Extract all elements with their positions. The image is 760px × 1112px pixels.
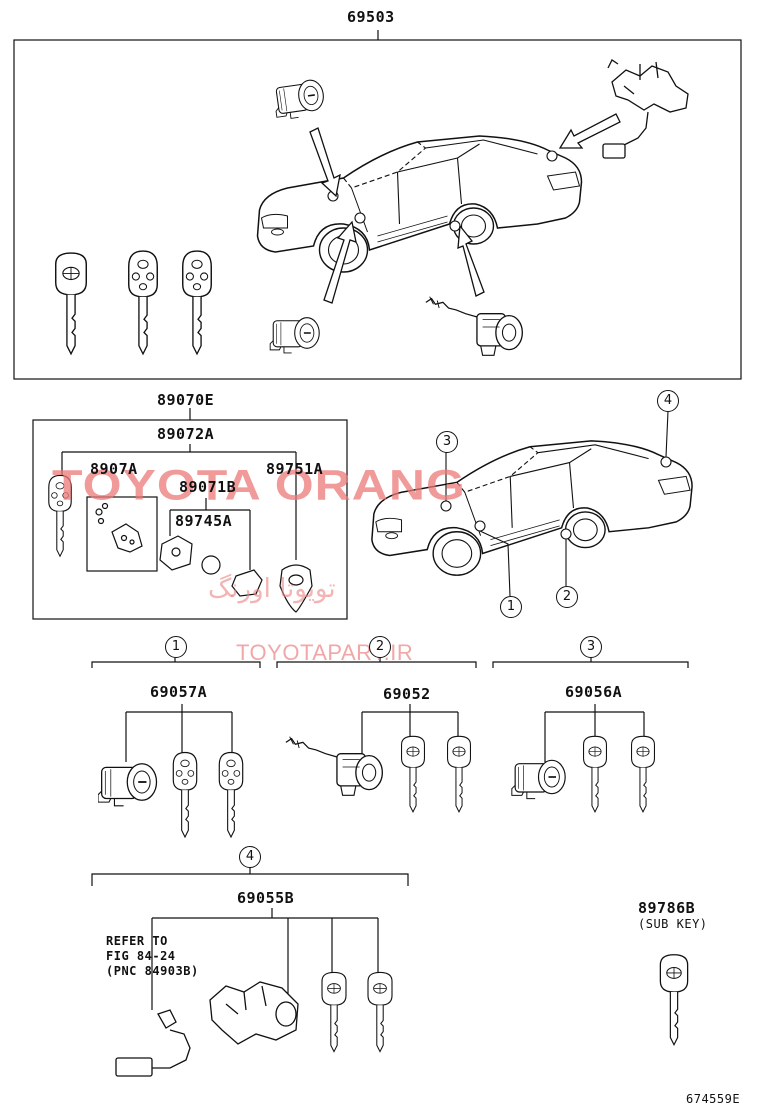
part-label-8907A: 8907A: [90, 460, 138, 478]
callout-1-middle: 1: [500, 596, 522, 618]
part-label-89071B: 89071B: [179, 478, 237, 496]
assembly-box-69503: [13, 30, 742, 380]
part-label-89786B: 89786B: [638, 899, 696, 917]
kit-69052: [285, 704, 472, 813]
callout-3-group: 3: [580, 636, 602, 658]
callout-3-middle: 3: [436, 431, 458, 453]
kit-69055B: [115, 908, 393, 1077]
part-label-89745A: 89745A: [175, 512, 233, 530]
part-label-69057A: 69057A: [150, 683, 208, 701]
callout-2-middle: 2: [556, 586, 578, 608]
lock-parts-top: [269, 59, 689, 357]
pointer-arrows: [309, 113, 621, 304]
car-illustration-middle: [371, 410, 693, 597]
kit-69056A: [510, 704, 656, 813]
sub-key-note: (SUB KEY): [638, 917, 708, 931]
assembly-box-89070E: [32, 408, 348, 620]
part-label-69503: 69503: [347, 8, 395, 26]
part-label-69056A: 69056A: [565, 683, 623, 701]
part-label-69052: 69052: [383, 685, 431, 703]
sub-key-89786B: [659, 953, 689, 1046]
callout-2-group: 2: [369, 636, 391, 658]
transmitter-parts: [48, 474, 313, 613]
group-brackets: [91, 658, 689, 886]
callout-4-middle: 4: [657, 390, 679, 412]
kit-69057A: [98, 704, 244, 838]
figure-code: 674559E: [686, 1092, 741, 1106]
part-label-89072A: 89072A: [157, 425, 215, 443]
callout-4-group: 4: [239, 846, 261, 868]
watermark-brand: TOYOTA ORANG: [52, 461, 466, 509]
part-label-89070E: 89070E: [157, 391, 215, 409]
keys-top: [54, 250, 212, 355]
part-label-89751A: 89751A: [266, 460, 324, 478]
part-label-69055B: 69055B: [237, 889, 295, 907]
watermark-farsi: تویوتا اورنگ: [208, 574, 336, 604]
refer-note: REFER TO FIG 84-24 (PNC 84903B): [106, 934, 199, 978]
callout-1-group: 1: [165, 636, 187, 658]
car-illustration-top: [256, 135, 583, 273]
